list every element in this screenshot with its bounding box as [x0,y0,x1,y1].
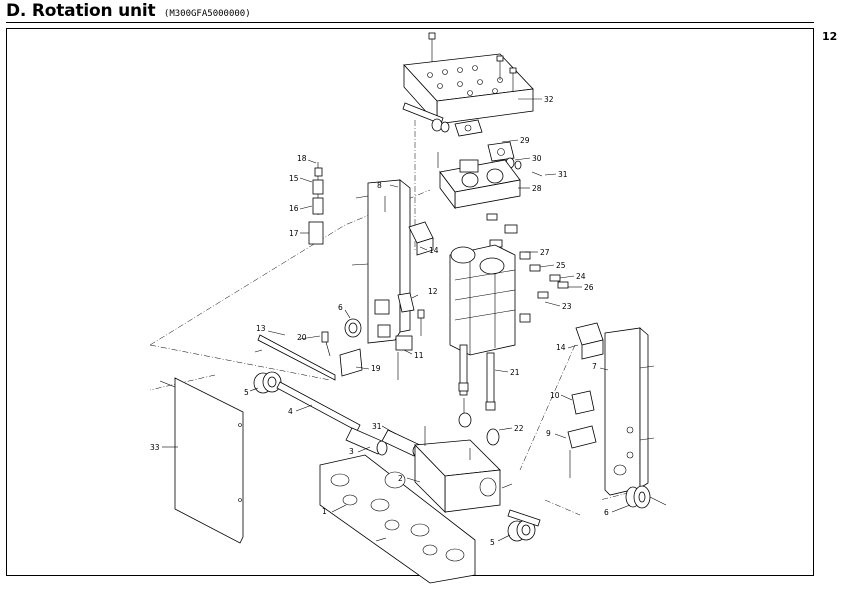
label-15: 15 [289,174,299,183]
label-12: 12 [428,287,438,296]
diagram-frame [6,28,814,576]
part-labels: 1 2 3 4 5 5 6 6 7 8 9 10 11 12 13 14 14 … [150,95,609,547]
label-28: 28 [532,184,542,193]
base-frame [319,454,476,584]
label-10: 10 [550,391,560,400]
label-2: 2 [398,474,403,483]
bearing-housing [437,152,521,210]
label-25: 25 [556,261,566,270]
label-26: 26 [584,283,594,292]
bushings [345,427,424,458]
center-block [414,426,513,513]
label-1: 1 [322,507,327,516]
right-brackets [567,390,597,478]
label-14b: 14 [556,343,566,352]
center-bearing [321,318,362,357]
label-3: 3 [349,447,354,456]
label-14a: 14 [429,246,439,255]
upper-shaft [402,102,483,137]
label-27: 27 [540,248,550,257]
guide-bar [254,334,363,381]
label-6b: 6 [604,508,609,517]
label-29: 29 [520,136,530,145]
label-6a: 6 [338,303,343,312]
bottom-bearing [507,509,541,542]
label-33: 33 [150,443,160,452]
spacer-block-left [408,221,434,256]
right-bearing [625,485,667,509]
label-8: 8 [377,181,382,190]
left-vertical-plate [351,179,411,344]
label-31a: 31 [558,170,568,179]
spacer-block-right [575,322,604,360]
right-vertical-plate [604,327,655,496]
label-31b: 31 [372,422,382,431]
title-underline [6,22,814,23]
label-13: 13 [256,324,266,333]
label-5b: 5 [490,538,495,547]
label-18: 18 [297,154,307,163]
piston-rods [458,344,500,446]
section-title: D. Rotation unit [6,1,156,21]
label-19: 19 [371,364,381,373]
label-30: 30 [532,154,542,163]
left-bearing [253,371,282,394]
label-16: 16 [289,204,299,213]
pneumatic-fittings [486,213,569,323]
assembly-code: (M300GFA5000000) [163,9,251,19]
label-5a: 5 [244,388,249,397]
sensor-assembly [308,162,324,245]
page-title: D. Rotation unit (M300GFA5000000) [6,1,251,21]
label-21: 21 [510,368,520,377]
label-17: 17 [289,229,299,238]
label-7: 7 [592,362,597,371]
rotary-cylinder [449,244,516,356]
label-24: 24 [576,272,586,281]
label-23: 23 [562,302,572,311]
label-22: 22 [514,424,524,433]
label-20: 20 [297,333,307,342]
cover-plate [159,377,244,544]
page-number: 12 [822,30,838,43]
label-4: 4 [288,407,293,416]
label-11: 11 [414,351,424,360]
sensor-bracket [395,292,425,380]
leader-lines [162,98,631,542]
label-32: 32 [544,95,554,104]
label-9: 9 [546,429,551,438]
